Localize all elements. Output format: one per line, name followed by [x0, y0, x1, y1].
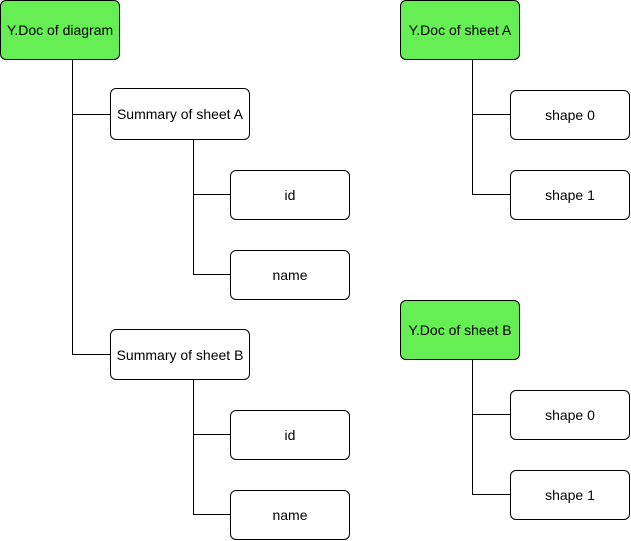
sheet-a-shape-0-node: shape 0 — [510, 90, 630, 140]
summary-sheet-a-node: Summary of sheet A — [110, 88, 250, 140]
summary-b-name-node: name — [230, 490, 350, 540]
connector-summary-a-to-name — [193, 194, 230, 275]
connector-sheet-b-to-shape-1 — [472, 414, 510, 495]
connector-root-to-summary-a — [72, 60, 110, 115]
connector-sheet-a-to-shape-1 — [472, 114, 510, 195]
diagram-doc-node: Y.Doc of diagram — [0, 0, 120, 60]
sheet-b-shape-0-node: shape 0 — [510, 390, 630, 440]
connector-sheet-a-to-shape-0 — [472, 60, 510, 115]
connector-summary-b-to-name — [193, 434, 230, 515]
connector-root-to-summary-b — [72, 114, 110, 355]
summary-a-id-node: id — [230, 170, 350, 220]
summary-sheet-b-node: Summary of sheet B — [110, 329, 250, 380]
connector-sheet-b-to-shape-0 — [472, 360, 510, 415]
sheet-a-doc-node: Y.Doc of sheet A — [400, 0, 520, 60]
sheet-b-shape-1-node: shape 1 — [510, 470, 630, 520]
summary-a-name-node: name — [230, 250, 350, 300]
connector-summary-b-to-id — [193, 380, 230, 435]
sheet-a-shape-1-node: shape 1 — [510, 170, 630, 220]
summary-b-id-node: id — [230, 410, 350, 460]
sheet-b-doc-node: Y.Doc of sheet B — [400, 300, 520, 360]
connector-summary-a-to-id — [193, 140, 230, 195]
